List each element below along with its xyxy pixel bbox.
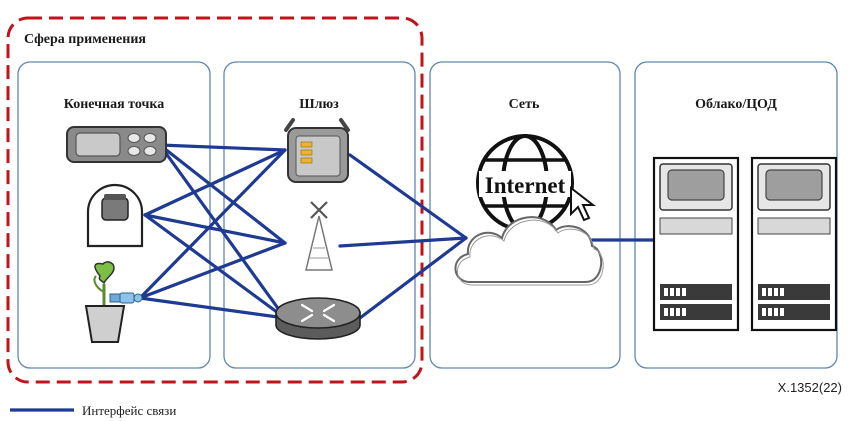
link [143, 148, 287, 217]
legend: Интерфейс связи [10, 403, 176, 418]
communication-links [138, 143, 662, 320]
internet-label: Internet [485, 173, 566, 198]
network-title: Сеть [509, 97, 540, 112]
link [158, 143, 287, 152]
antenna-tower-icon [305, 201, 333, 271]
figure-id: X.1352(22) [778, 380, 842, 395]
link [143, 213, 287, 245]
link [348, 153, 468, 240]
scope-border [6, 16, 424, 384]
gateway-title: Шлюз [299, 97, 339, 112]
endpoint-title: Конечная точка [64, 97, 165, 112]
globe-icon: Internet [476, 134, 596, 232]
server-rack-icon [750, 156, 838, 332]
cloud-title: Облако/ЦОД [695, 97, 777, 112]
smart-plant-pot-icon [84, 261, 143, 343]
router-icon [275, 297, 361, 340]
gateway-box-icon [284, 118, 350, 183]
legend-label: Интерфейс связи [82, 403, 176, 418]
sensor-device-icon [66, 126, 167, 163]
link [338, 236, 468, 248]
gateway-panel [223, 61, 416, 369]
camera-device-icon [86, 183, 144, 248]
link [138, 148, 287, 300]
scope-label: Сфера применения [24, 32, 146, 47]
link [358, 236, 468, 320]
link [138, 296, 287, 320]
cloud-icon [454, 216, 604, 286]
link [158, 143, 287, 245]
server-rack-icon [652, 156, 740, 332]
link [143, 213, 287, 320]
link [138, 241, 287, 300]
